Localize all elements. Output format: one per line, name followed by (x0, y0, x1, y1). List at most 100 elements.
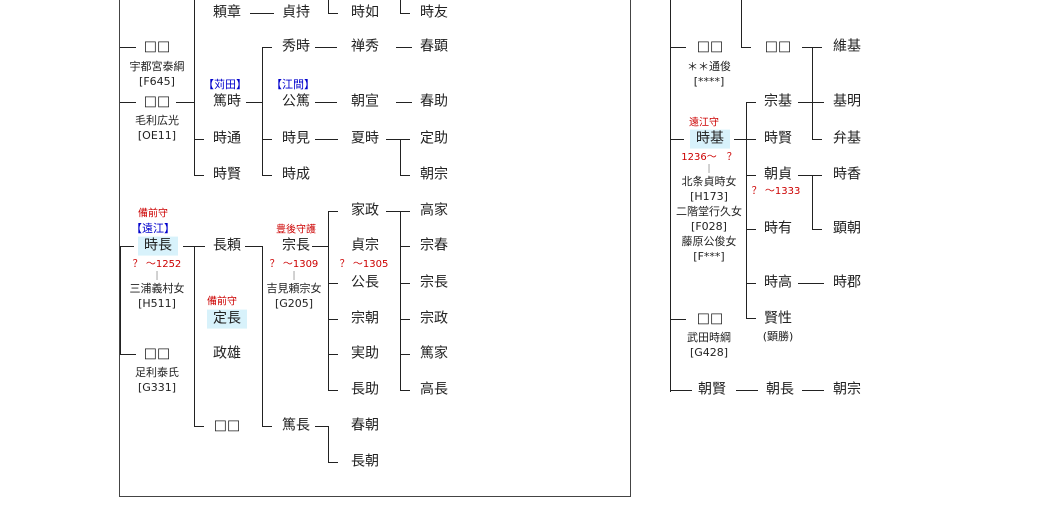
link (396, 102, 412, 103)
link (400, 319, 410, 320)
link (328, 211, 338, 212)
link (798, 283, 824, 284)
link (262, 175, 272, 176)
link (262, 246, 263, 427)
person-sadanaga: 定長 (207, 309, 247, 329)
person-tomomune: 朝宗 (420, 166, 448, 183)
right-frame-edge (670, 0, 671, 392)
person-code: [F***] (693, 250, 725, 263)
person-munenaga-block: ？ ～1309 | 吉見頼宗女 [G205] (267, 256, 322, 311)
link (120, 47, 136, 48)
person-tomonobu: 朝宣 (351, 93, 379, 110)
person-r-tokitaka: 時高 (764, 274, 792, 291)
link (386, 211, 400, 212)
dates: ？ ～1309 (269, 259, 319, 270)
person-tokinaga-block: ？ ～1252 | 三浦義村女 [H511] (130, 256, 185, 311)
link (670, 319, 686, 320)
person-r-koremoto: 維基 (833, 38, 861, 55)
alt-name: (顕勝) (762, 330, 794, 343)
title-totomi: 遠江守 (689, 117, 719, 129)
person-atsutoki: 篤時 (213, 93, 241, 110)
link (400, 0, 401, 14)
person-r-tokimoto: 時基 (690, 129, 730, 149)
link (746, 318, 756, 319)
link (400, 13, 410, 14)
person-code: [H511] (138, 297, 176, 310)
person-sadamune-block: ？ ～1305 (340, 256, 389, 272)
person-r-takeda-block: 武田時綱 [G428] (687, 330, 731, 360)
person-iemasa: 家政 (351, 202, 379, 219)
link (194, 0, 195, 175)
link (328, 426, 329, 463)
link (315, 47, 337, 48)
link (396, 47, 412, 48)
spouse-name: 藤原公俊女 (681, 235, 737, 248)
person-r-unknown-a: □□ (696, 38, 724, 55)
person-atsuie: 篤家 (420, 345, 448, 362)
link (400, 175, 410, 176)
link (328, 211, 329, 391)
person-r-michitoshi-block: ＊＊通俊 [****] (687, 59, 731, 89)
link (802, 390, 824, 391)
spouse-name: 毛利広光 (135, 114, 179, 127)
link (262, 426, 272, 427)
person-code: [G331] (137, 381, 177, 394)
person-nagatomo: 長朝 (351, 453, 379, 470)
link (400, 211, 401, 391)
link (746, 283, 756, 284)
person-r-kensho-block: (顕勝) (763, 329, 794, 344)
person-code: [G428] (689, 346, 729, 359)
link (812, 175, 813, 230)
link (194, 246, 195, 427)
link (670, 390, 692, 391)
dates: ？ ～1333 (751, 186, 801, 197)
person-r-tomonaga: 朝長 (766, 381, 794, 398)
person-sadasuke: 定助 (420, 130, 448, 147)
person-tokiyuki: 時如 (351, 4, 379, 21)
link (328, 319, 338, 320)
link (746, 102, 747, 319)
link (245, 246, 262, 247)
person-r-tomomune: 朝宗 (833, 381, 861, 398)
title-bizen: 備前守 (138, 208, 168, 220)
person-r-munemoto: 宗基 (764, 93, 792, 110)
person-tokinaga: 時長 (138, 236, 178, 256)
person-code: [F645] (139, 75, 175, 88)
person-ashikaga-block: 足利泰氏 [G331] (135, 365, 179, 395)
link (120, 246, 121, 355)
spouse-name: 北条貞時女 (681, 175, 737, 188)
person-unknown-b: □□ (143, 93, 171, 110)
person-munenaga2: 宗長 (420, 274, 448, 291)
person-r-motoaki: 基明 (833, 93, 861, 110)
dates: 1236～ ？ (681, 152, 737, 163)
person-munemasa: 宗政 (420, 310, 448, 327)
spouse-name: 吉見頼宗女 (266, 282, 322, 295)
person-atsunaga: 篤長 (282, 417, 310, 434)
link (400, 246, 410, 247)
person-r-tomosada-block: ？ ～1333 (752, 183, 801, 199)
person-harusuke: 春助 (420, 93, 448, 110)
person-hidetoki: 秀時 (282, 38, 310, 55)
link (328, 283, 338, 284)
person-nagasuke: 長助 (351, 381, 379, 398)
dates: ？ ～1305 (339, 259, 389, 270)
person-mori-block: 毛利広光 [OE11] (135, 113, 179, 143)
person-r-tomosada: 朝貞 (764, 166, 792, 183)
link (262, 47, 263, 176)
person-muneharu: 宗春 (420, 237, 448, 254)
person-tokitomo: 時友 (420, 4, 448, 21)
left-frame (119, 0, 631, 497)
link (328, 354, 338, 355)
link (798, 175, 812, 176)
person-yoriaki: 頼章 (213, 4, 241, 21)
link-tick: | (155, 271, 159, 281)
person-munetomo: 宗朝 (351, 310, 379, 327)
link (400, 139, 410, 140)
person-r-benki: 弁基 (833, 130, 861, 147)
link (194, 426, 204, 427)
dates: ？ ～1252 (132, 259, 182, 270)
person-tokimichi: 時通 (213, 130, 241, 147)
person-sadamune: 貞宗 (351, 237, 379, 254)
link (315, 102, 337, 103)
link (194, 175, 204, 176)
